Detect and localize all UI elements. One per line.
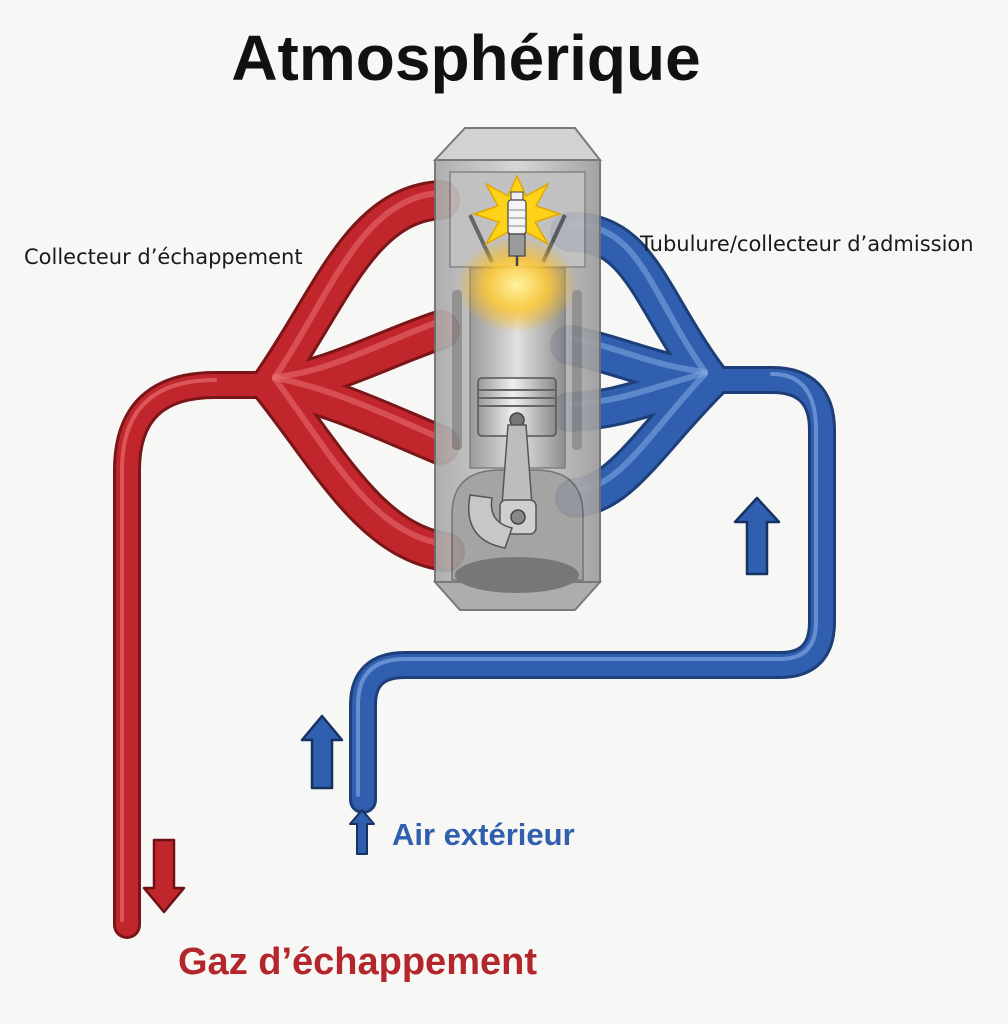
- label-intake-manifold: Tubulure/collecteur d’admission: [639, 232, 974, 256]
- exhaust-manifold: [113, 180, 465, 939]
- arrow-down-icon: [142, 838, 186, 914]
- spark-plug-icon: [471, 174, 563, 266]
- crankshaft-icon: [468, 424, 537, 549]
- label-exhaust-manifold: Collecteur d’échappement: [24, 245, 303, 269]
- arrow-up-icon: [349, 809, 375, 855]
- label-outside-air: Air extérieur: [392, 817, 575, 852]
- page-title: Atmosphérique: [231, 22, 700, 94]
- combustion-glow: [457, 237, 577, 333]
- arrow-up-icon: [733, 496, 781, 576]
- arrow-up-icon: [300, 714, 344, 790]
- label-exhaust-gas: Gaz d’échappement: [178, 941, 537, 983]
